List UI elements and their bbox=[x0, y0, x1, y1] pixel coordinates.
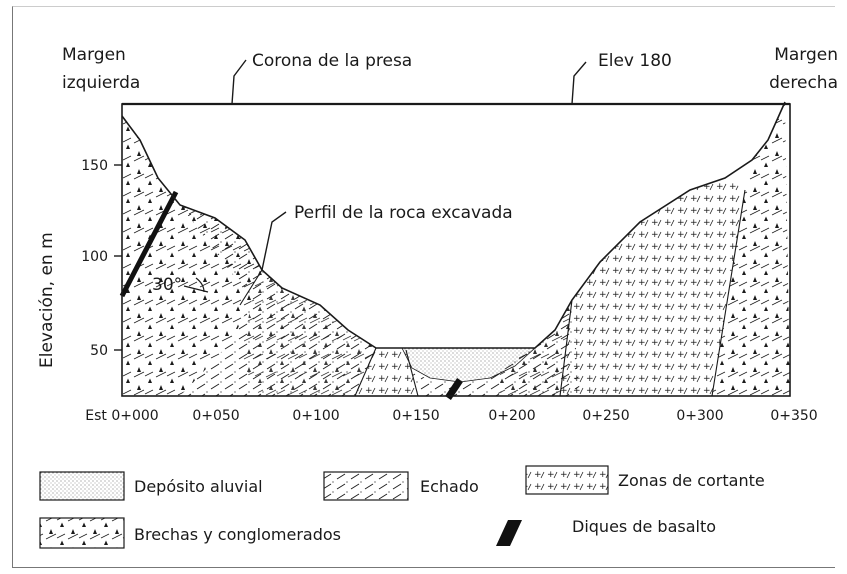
elevation-leader bbox=[571, 61, 587, 105]
elevation-label: Elev 180 bbox=[598, 51, 672, 71]
legend-swatch-aluvial bbox=[39, 471, 125, 501]
right-bank-label-2: derecha bbox=[769, 73, 838, 93]
y-tick-marks bbox=[114, 164, 122, 351]
rock-profile-line bbox=[121, 101, 786, 349]
brechas-center-zone bbox=[240, 270, 376, 396]
legend: Depósito aluvial Echado Zonas de cortant… bbox=[39, 465, 765, 549]
y-tick-label: 150 bbox=[81, 158, 108, 174]
y-tick-label: 100 bbox=[81, 249, 108, 265]
brechas-left-zone bbox=[122, 116, 262, 396]
basalt-dike-center bbox=[445, 378, 463, 400]
geology-fills bbox=[122, 102, 790, 396]
rock-profile-label: Perfil de la roca excavada bbox=[294, 203, 513, 223]
x-tick-label: Est 0+000 bbox=[85, 408, 158, 424]
legend-label-aluvial: Depósito aluvial bbox=[134, 477, 263, 496]
y-tick-label: 50 bbox=[90, 343, 108, 359]
x-tick-label: 0+150 bbox=[392, 408, 439, 424]
legend-swatch-diques bbox=[496, 520, 522, 546]
dip-angle-label: 30° bbox=[152, 275, 182, 295]
geologic-contacts bbox=[239, 189, 746, 397]
y-axis-label: Elevación, en m bbox=[37, 232, 57, 368]
legend-label-diques: Diques de basalto bbox=[572, 517, 716, 536]
rock-profile-leader bbox=[261, 211, 287, 271]
basalt-dike-left bbox=[119, 190, 179, 298]
figure-frame bbox=[12, 6, 835, 568]
aluvial-deposit-zone bbox=[401, 347, 537, 383]
right-bank-label-1: Margen bbox=[774, 45, 838, 65]
legend-label-brechas: Brechas y conglomerados bbox=[134, 525, 341, 544]
left-bank-label-1: Margen bbox=[62, 45, 126, 65]
crest-leader bbox=[231, 59, 247, 105]
x-tick-label: 0+250 bbox=[582, 408, 629, 424]
dip-angle-arc bbox=[183, 277, 209, 293]
crest-label: Corona de la presa bbox=[252, 51, 412, 71]
x-tick-label: 0+200 bbox=[488, 408, 535, 424]
left-bank-label-2: izquierda bbox=[62, 73, 140, 93]
legend-label-cortante: Zonas de cortante bbox=[618, 471, 765, 490]
x-tick-label: 0+300 bbox=[676, 408, 723, 424]
legend-label-echado: Echado bbox=[420, 477, 479, 496]
brechas-far-right-zone bbox=[712, 102, 790, 396]
x-tick-label: 0+050 bbox=[192, 408, 239, 424]
legend-swatch-echado bbox=[323, 471, 409, 501]
legend-swatch-brechas bbox=[39, 517, 125, 549]
legend-swatch-cortante bbox=[525, 465, 609, 495]
x-tick-label: 0+100 bbox=[292, 408, 339, 424]
x-tick-label: 0+350 bbox=[770, 408, 817, 424]
cortante-right-zone bbox=[560, 178, 745, 396]
